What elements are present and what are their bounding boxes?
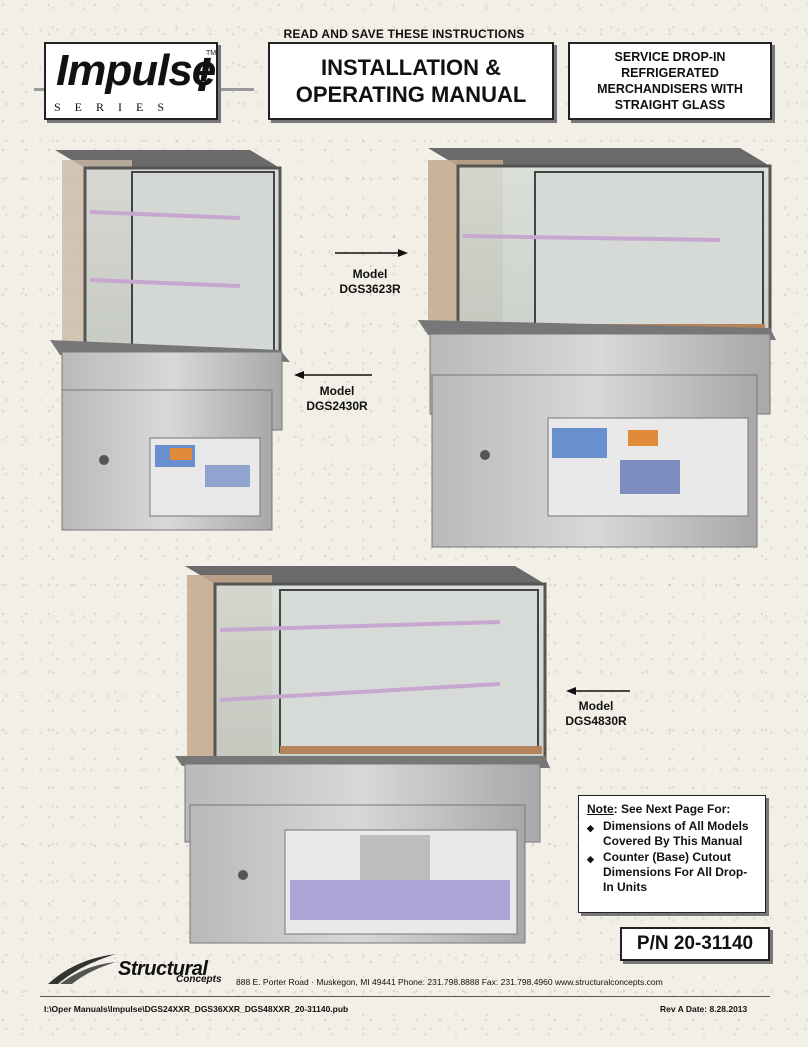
revision-date: Rev A Date: 8.28.2013 [660,1004,748,1014]
manual-title: INSTALLATION & OPERATING MANUAL [268,42,554,120]
note-box: Note: See Next Page For: ◆Dimensions of … [578,795,766,913]
unit-dgs3623r-illustration [418,148,776,548]
logo-series: SERIES [54,100,179,114]
subtitle-line: REFRIGERATED [621,66,719,80]
unit-dgs4830r-illustration [175,566,550,944]
model-label-dgs4830r: Model DGS4830R [565,699,627,728]
structural-concepts-swoosh-icon [48,954,116,984]
company-name-line-2: Concepts [176,974,222,985]
product-subtitle: SERVICE DROP-IN REFRIGERATED MERCHANDISE… [568,42,772,120]
unit-dgs2430r-illustration [50,150,290,531]
read-save-note: READ AND SAVE THESE INSTRUCTIONS [283,27,525,41]
note-item: ◆Dimensions of All Models Covered By Thi… [587,819,749,848]
model-label-dgs2430r: Model DGS2430R [306,384,368,413]
company-address: 888 E. Porter Road · Muskegon, MI 49441 … [236,977,663,987]
file-path: I:\Oper Manuals\Impulse\DGS24XXR_DGS36XX… [44,1004,349,1014]
title-line-2: OPERATING MANUAL [295,82,527,107]
note-heading: Note: See Next Page For: [587,802,731,816]
footer-rule [40,996,770,997]
label-arrows [294,249,630,695]
subtitle-line: MERCHANDISERS WITH [597,82,743,96]
logo-exclamation: ! [196,49,212,102]
title-line-1: INSTALLATION & [320,55,502,80]
subtitle-line: STRAIGHT GLASS [614,98,726,112]
model-label-dgs3623r: Model DGS3623R [339,267,401,296]
part-number: P/N 20-31140 [620,927,770,961]
diamond-bullet-icon: ◆ [587,854,594,864]
impulse-logo: Impulse ! TM SERIES [44,42,218,120]
logo-word: Impulse [56,46,216,95]
logo-trademark: TM [206,50,217,57]
diamond-bullet-icon: ◆ [587,823,594,833]
company-name: Structural [118,958,208,980]
note-item: ◆Counter (Base) Cutout Dimensions For Al… [587,850,748,894]
subtitle-line: SERVICE DROP-IN [614,50,726,64]
